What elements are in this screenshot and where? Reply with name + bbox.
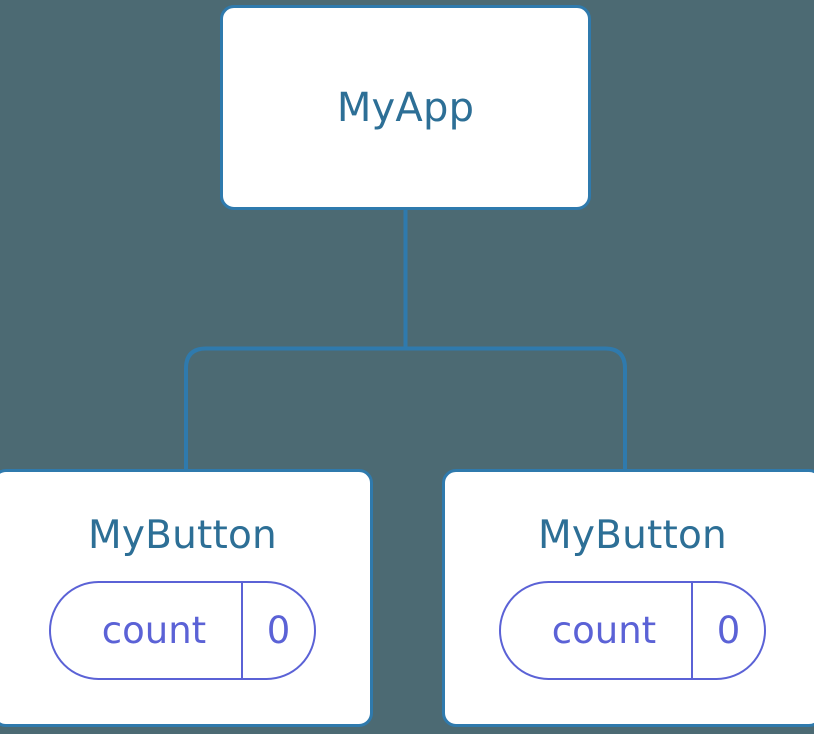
state-badge-count-2-value: 0 [691, 583, 764, 678]
edge-root-to-child-left [184, 346, 406, 472]
state-badge-count-2-key: count [551, 609, 657, 652]
node-mybutton-2[interactable]: MyButton count 0 [442, 469, 814, 727]
state-badge-count-1[interactable]: count 0 [49, 581, 316, 680]
node-myapp[interactable]: MyApp [220, 5, 591, 210]
edge-root-to-child-right [405, 346, 627, 472]
node-mybutton-2-body: MyButton count 0 [445, 516, 814, 680]
node-mybutton-1-title: MyButton [88, 513, 277, 558]
node-mybutton-1-body: MyButton count 0 [0, 516, 370, 680]
node-myapp-title: MyApp [336, 84, 475, 131]
node-mybutton-1[interactable]: MyButton count 0 [0, 469, 373, 727]
state-badge-count-1-value: 0 [241, 583, 314, 678]
node-mybutton-2-title: MyButton [538, 513, 727, 558]
state-badge-count-1-key: count [101, 609, 207, 652]
state-badge-count-2[interactable]: count 0 [499, 581, 766, 680]
